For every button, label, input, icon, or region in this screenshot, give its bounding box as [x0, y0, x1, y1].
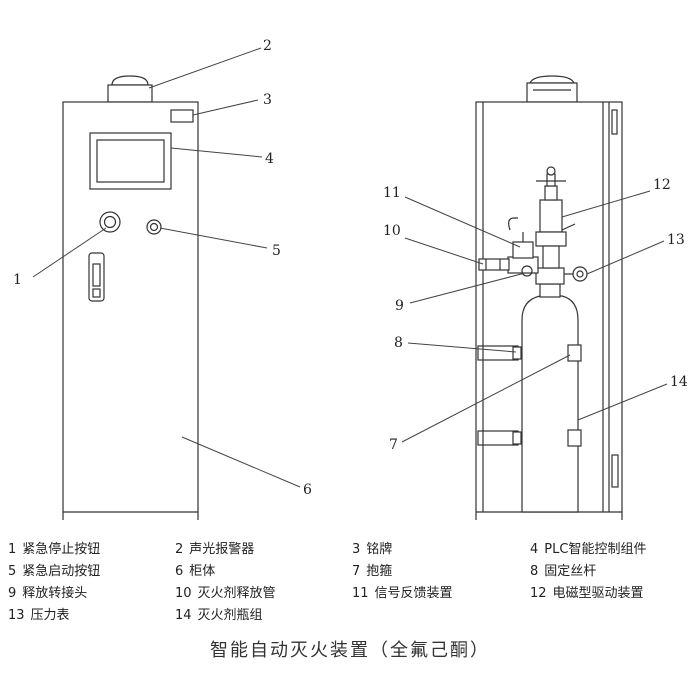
door-handle — [88, 252, 105, 302]
cabinet-interior-view — [475, 75, 623, 520]
callout-8: 8 — [394, 335, 403, 351]
discharge-pipe — [478, 258, 510, 271]
emergency-stop-button — [99, 211, 121, 233]
diagram-title: 智能自动灭火装置（全氟己酮） — [210, 640, 490, 661]
callout-14: 14 — [670, 374, 688, 390]
nameplate — [170, 109, 194, 123]
cabinet-body — [62, 101, 199, 520]
device-diagram: 1 2 3 4 5 6 7 8 9 10 11 12 13 14 — [13, 38, 688, 520]
callout-12: 12 — [653, 177, 671, 193]
clamp-hoop — [512, 344, 582, 447]
callout-1: 1 — [13, 272, 22, 288]
callout-10: 10 — [383, 223, 401, 239]
callout-13: 13 — [667, 232, 685, 248]
callout-6: 6 — [303, 482, 312, 498]
callout-4: 4 — [265, 151, 274, 167]
leader-lines — [32, 47, 668, 488]
callout-11: 11 — [383, 185, 401, 201]
callout-3: 3 — [263, 92, 272, 108]
plc-control-panel — [89, 132, 172, 190]
audible-visual-alarm-rear — [526, 75, 578, 103]
callout-5: 5 — [272, 243, 281, 259]
audible-visual-alarm — [107, 75, 153, 103]
cabinet-front-view — [62, 75, 199, 520]
callout-2: 2 — [263, 38, 272, 54]
extinguishing-agent-cylinder — [521, 295, 579, 513]
callout-9: 9 — [395, 298, 404, 314]
callout-labels: 1 2 3 4 5 6 7 8 9 10 11 12 13 14 — [13, 38, 688, 498]
callout-7: 7 — [389, 437, 398, 453]
solenoid-actuator — [535, 166, 576, 269]
emergency-start-button — [146, 219, 162, 235]
